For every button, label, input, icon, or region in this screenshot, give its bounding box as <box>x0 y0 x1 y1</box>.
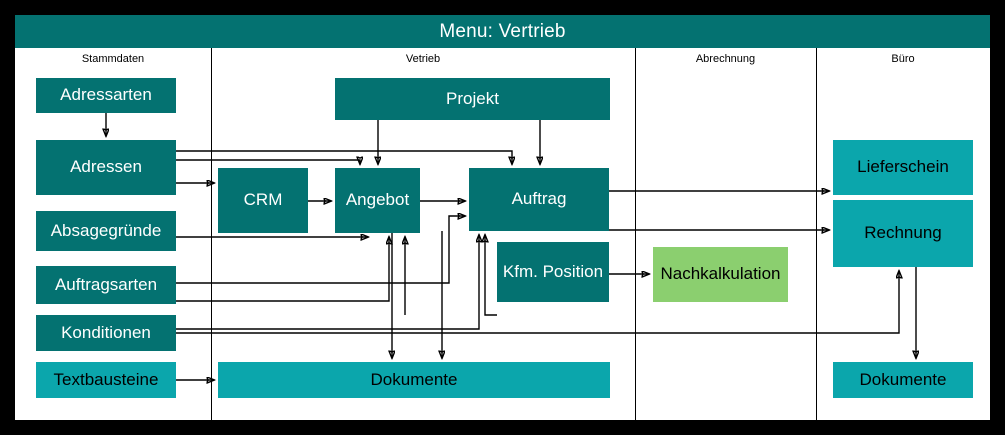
node-adressarten[interactable]: Adressarten <box>36 78 176 113</box>
node-rechnung[interactable]: Rechnung <box>833 200 973 267</box>
lane-divider-vertrieb <box>635 48 636 420</box>
node-absagegruende[interactable]: Absagegründe <box>36 211 176 251</box>
diagram-board: Menu: Vertrieb Stammdaten Vetrieb Abrech… <box>15 15 990 420</box>
node-dokumente-buero[interactable]: Dokumente <box>833 362 973 398</box>
node-kfm-position[interactable]: Kfm. Position <box>497 242 609 302</box>
node-auftragsarten[interactable]: Auftragsarten <box>36 266 176 304</box>
lane-header-vertrieb: Vetrieb <box>405 53 441 65</box>
lane-header-stammdaten: Stammdaten <box>81 53 145 65</box>
node-dokumente-mitte[interactable]: Dokumente <box>218 362 610 398</box>
node-crm[interactable]: CRM <box>218 168 308 233</box>
lane-divider-stammdaten <box>211 48 212 420</box>
node-textbausteine[interactable]: Textbausteine <box>36 362 176 398</box>
node-konditionen[interactable]: Konditionen <box>36 315 176 351</box>
node-adressen[interactable]: Adressen <box>36 140 176 195</box>
node-lieferschein[interactable]: Lieferschein <box>833 140 973 195</box>
lane-divider-abrechnung <box>816 48 817 420</box>
node-auftrag[interactable]: Auftrag <box>469 168 609 231</box>
lane-header-abrechnung: Abrechnung <box>695 53 756 65</box>
node-nachkalkulation[interactable]: Nachkalkulation <box>653 247 788 302</box>
page-title: Menu: Vertrieb <box>15 15 990 48</box>
lane-header-buero: Büro <box>891 53 915 65</box>
node-projekt[interactable]: Projekt <box>335 78 610 120</box>
node-angebot[interactable]: Angebot <box>335 168 420 233</box>
